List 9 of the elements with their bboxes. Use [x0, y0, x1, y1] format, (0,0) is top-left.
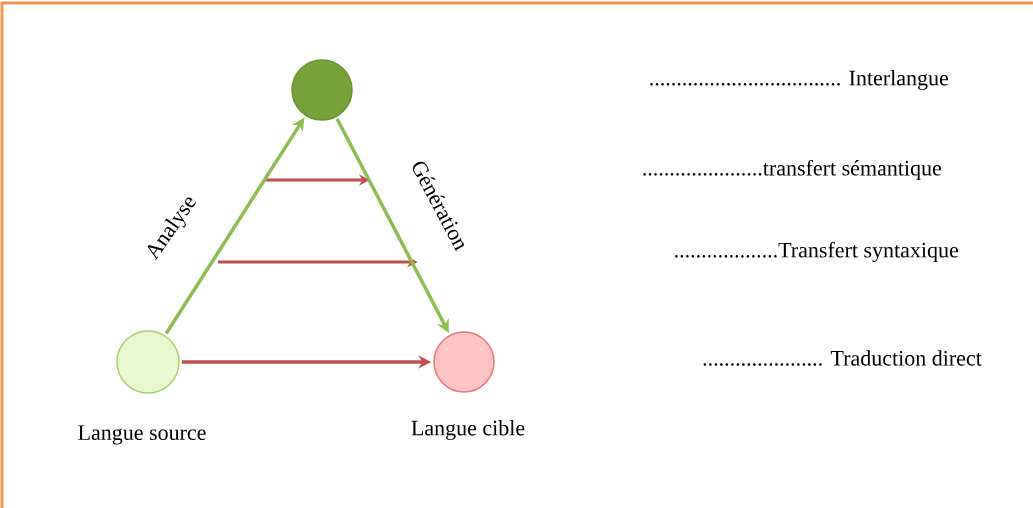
- level-label: ......................transfert sémantique: [643, 159, 942, 181]
- level-label: ...................Transfert syntaxique: [675, 241, 959, 263]
- node-caption: Langue cible: [411, 420, 525, 440]
- circle-node: [433, 331, 495, 393]
- level-label: ................................... Interlangue: [650, 70, 949, 90]
- circle-node: [291, 59, 353, 121]
- circle-node: [116, 330, 180, 394]
- node-caption: Langue source: [78, 425, 206, 445]
- level-label: ...................... Traduction direct: [703, 350, 982, 366]
